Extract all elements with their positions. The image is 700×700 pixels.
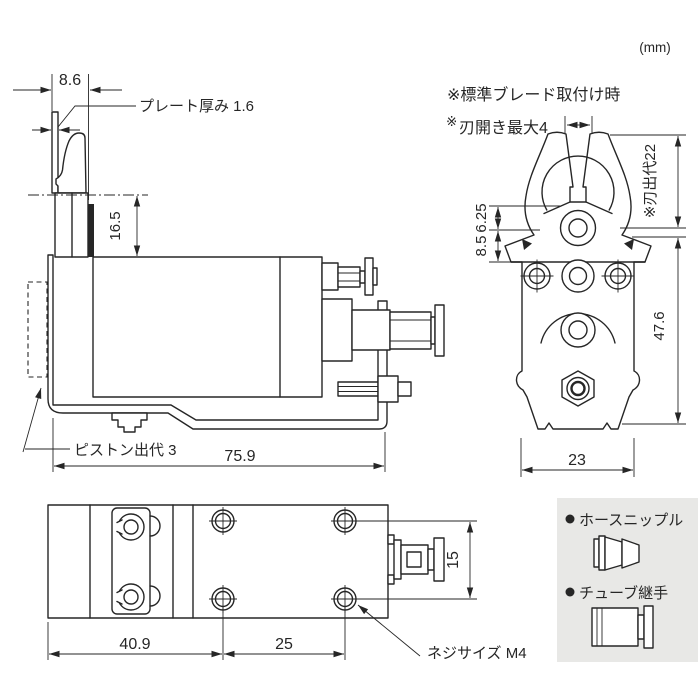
dim-overall-length: 75.9 [224,448,255,465]
dim-body-width: 23 [568,452,586,469]
dim-blade-protrusion: ※刃出代22 [642,144,659,218]
e-ring-bottom [113,583,145,611]
note-blade-open-mark: ※ [446,114,457,129]
dim-edge-to-pivot: 6.25 [473,203,490,232]
legend-box: ホースニップル チューブ継手 [557,498,698,662]
dim-left-span: 40.9 [119,636,150,653]
dim-mount-offset: 8.6 [59,72,81,89]
hex-nut [561,370,595,407]
screw-right [601,259,635,293]
blade-notch-right [624,239,634,250]
hose-nipple-icon [593,535,640,571]
dim-pivot-to-body: 8.5 [473,236,490,257]
side-view: 8.6 プレート厚み 1.6 16.5 [13,72,445,472]
dim-port-pitch: 15 [445,551,462,569]
piston-end [111,412,148,433]
unit-label: (mm) [639,40,670,55]
tube-fitting-icon [591,605,654,649]
piston-stroke-outline [27,281,48,378]
port-fitting [387,534,445,585]
dim-body-height: 47.6 [651,311,668,340]
cylinder-body [92,256,323,398]
piston-stroke-label: ピストン出代 3 [74,442,177,459]
legend-item-hose-nipple: ホースニップル [579,512,683,529]
lower-screw [337,375,412,403]
screw-hole [331,585,359,613]
front-plate-edge [88,204,94,257]
note-blade-open: 刃開き最大4 [459,119,548,137]
middle-fitting [321,298,445,362]
blade-profile [55,132,87,194]
front-view: ※標準ブレード取付け時 ※ 刃開き最大4 [446,85,686,477]
plate-thickness-label: プレート厚み 1.6 [139,98,254,115]
screw-left [520,259,554,293]
bottom-view: 15 ネジサイズ M4 40.9 25 [47,504,527,662]
pivot-boss [541,155,615,211]
screw-size-label: ネジサイズ M4 [427,645,527,662]
dim-center-height: 16.5 [107,211,124,240]
note-standard-blade: ※標準ブレード取付け時 [447,85,620,104]
bullet-icon [565,514,575,524]
screw-hole [331,507,359,535]
blade-notch-left [522,239,532,250]
bullet-icon [565,587,575,597]
e-ring-top [113,513,145,541]
legend-item-tube-fitting: チューブ継手 [579,584,668,602]
dim-hole-pitch: 25 [275,636,293,653]
top-nipple [321,257,378,296]
screw-hole [209,507,237,535]
